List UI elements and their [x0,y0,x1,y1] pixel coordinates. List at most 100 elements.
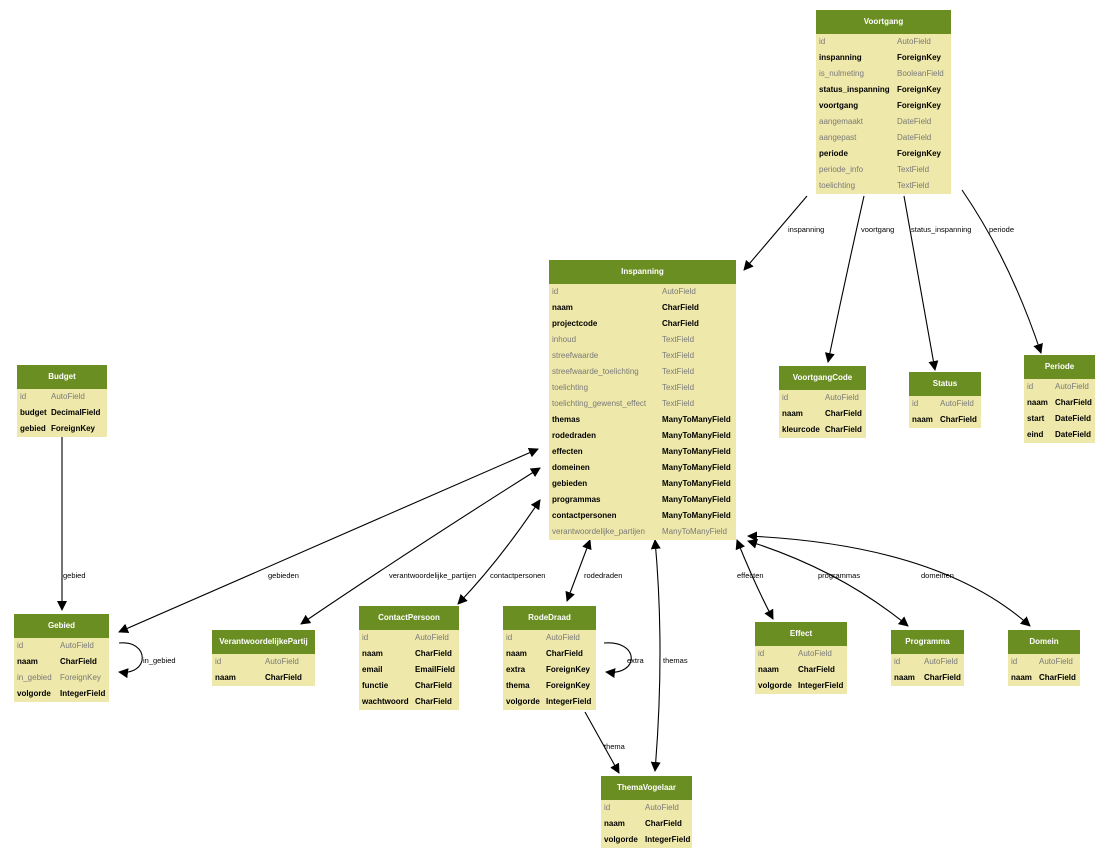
field-type: IntegerField [546,697,592,706]
field-type: ManyToManyField [662,415,731,424]
field-name: naam [506,649,527,658]
model-title: Voortgang [816,10,951,34]
relation-edge [747,531,1031,627]
field-type: ManyToManyField [662,447,731,456]
field-name: naam [362,649,383,658]
field-type: AutoField [645,803,679,812]
model-title: ContactPersoon [359,606,459,630]
field-name: themas [552,415,581,424]
field-name: id [912,399,919,408]
field-type: ForeignKey [546,665,591,674]
field-row: thema ForeignKey [503,678,596,694]
field-name: extra [506,665,526,674]
field-name: id [604,803,611,812]
field-type: DateField [897,117,932,126]
field-name: id [506,633,513,642]
field-row: naam CharField [359,646,459,662]
field-type: IntegerField [60,689,106,698]
field-name: gebieden [552,479,588,488]
field-row: volgorde IntegerField [503,694,596,710]
relation-label: themas [663,656,688,665]
relation-label: in_gebied [143,656,176,665]
field-type: ForeignKey [897,53,942,62]
model-title: Domein [1008,630,1080,654]
field-type: CharField [825,425,862,434]
relation-label: periode [989,225,1014,234]
relation-label: verantwoordelijke_partijen [389,571,476,580]
field-type: CharField [415,649,452,658]
field-row: naam CharField [909,412,981,428]
field-name: naam [1027,398,1048,407]
field-name: toelichting [819,181,856,190]
field-name: contactpersonen [552,511,617,520]
field-type: CharField [940,415,977,424]
field-type: ManyToManyField [662,511,731,520]
field-name: thema [506,681,530,690]
model-title: ThemaVogelaar [601,776,692,800]
field-name: gebied [20,424,46,433]
relation-label: gebieden [268,571,299,580]
field-type: CharField [662,319,699,328]
field-name: naam [17,657,38,666]
field-type: TextField [897,181,930,190]
field-name: verantwoordelijke_partijen [552,527,645,536]
field-type: ForeignKey [546,681,591,690]
field-type: CharField [798,665,835,674]
relation-label: domeinen [921,571,954,580]
field-name: email [362,665,383,674]
relation-label: inspanning [788,225,824,234]
field-name: periode [819,149,848,158]
field-name: volgorde [506,697,540,706]
field-name: aangemaakt [819,117,864,126]
field-name: aangepast [819,133,857,142]
field-name: wachtwoord [362,697,409,706]
field-name: periode_info [819,165,864,174]
field-name: naam [912,415,933,424]
field-name: naam [215,673,236,682]
field-name: inhoud [552,335,577,344]
field-type: AutoField [662,287,696,296]
field-row: contactpersonen ManyToManyField [549,508,736,524]
field-type: CharField [1039,673,1076,682]
model-title: RodeDraad [503,606,596,630]
field-type: CharField [662,303,699,312]
field-type: CharField [415,681,452,690]
field-type: AutoField [1055,382,1089,391]
field-name: voortgang [819,101,859,110]
relation-edge [118,448,539,633]
relation-label: voortgang [861,225,894,234]
field-type: CharField [825,409,862,418]
relation-label: contactpersonen [490,571,545,580]
field-type: ManyToManyField [662,495,731,504]
model-title: VerantwoordelijkePartij [212,630,315,654]
